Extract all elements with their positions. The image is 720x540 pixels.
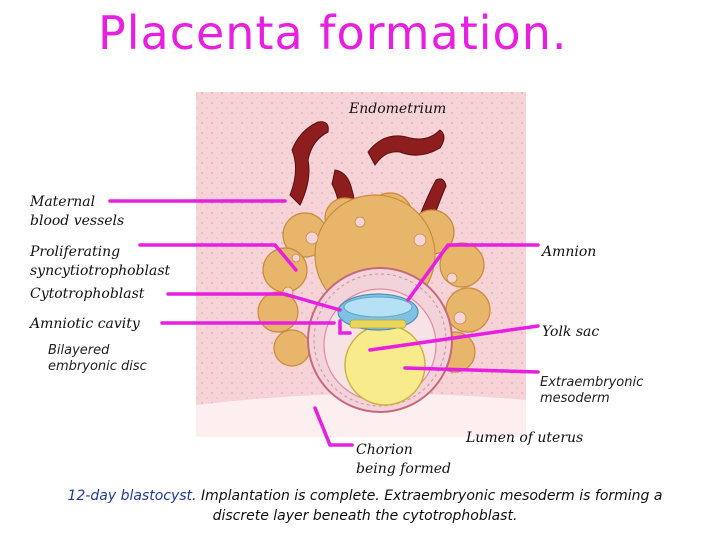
label-amniotic-cavity: Amniotic cavity	[30, 315, 140, 333]
label-lumen-of-uterus: Lumen of uterus	[466, 429, 583, 447]
label-extraembryonic: Extraembryonic	[540, 375, 643, 390]
label-chorion: Chorion	[356, 441, 413, 459]
figure-caption: 12-day blastocyst. Implantation is compl…	[40, 486, 690, 526]
label-syncytiotrophoblast: syncytiotrophoblast	[30, 262, 170, 280]
label-bilayered: Bilayered	[48, 343, 109, 358]
label-blood-vessels: blood vessels	[30, 212, 124, 230]
label-amnion: Amnion	[542, 243, 596, 261]
label-embryonic-disc: embryonic disc	[48, 359, 147, 374]
label-maternal: Maternal	[30, 193, 95, 211]
amnion	[344, 297, 412, 317]
label-cytotrophoblast: Cytotrophoblast	[30, 285, 144, 303]
label-yolk-sac: Yolk sac	[542, 323, 599, 341]
caption-text: Implantation is complete. Extraembryonic…	[197, 488, 663, 524]
label-mesoderm: mesoderm	[540, 391, 610, 406]
label-being-formed: being formed	[356, 460, 451, 478]
label-proliferating: Proliferating	[30, 243, 120, 261]
embryonic-disc	[350, 320, 406, 328]
caption-lead: 12-day blastocyst.	[68, 488, 197, 504]
yolk-sac	[345, 325, 425, 405]
label-endometrium: Endometrium	[349, 100, 446, 118]
